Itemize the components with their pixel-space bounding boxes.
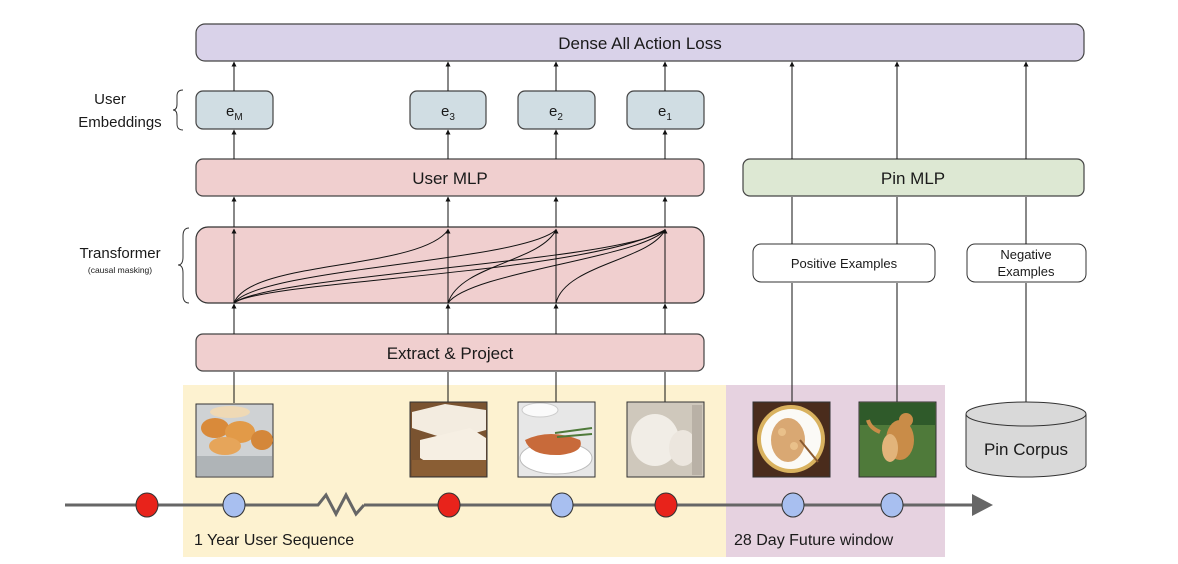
image-sleeping-dog	[626, 401, 705, 478]
pin-corpus-database: Pin Corpus	[965, 401, 1087, 478]
future-label: 28 Day Future window	[734, 532, 894, 549]
causal-attention-curves	[233, 229, 666, 304]
negative-examples-label-line2: Examples	[997, 264, 1055, 279]
extract-project-block	[195, 333, 705, 372]
transformer-note: (causal masking)	[88, 265, 152, 275]
svg-text:eM: eM	[226, 103, 243, 123]
positive-event-dot	[781, 492, 805, 518]
history-label: 1 Year User Sequence	[194, 532, 354, 549]
pin-mlp-block	[742, 158, 1085, 197]
negative-examples-label-line1: Negative	[1000, 247, 1051, 262]
svg-text:e2: e2	[549, 103, 563, 123]
positive-event-dot	[550, 492, 574, 518]
pin-connectors	[789, 61, 1029, 404]
image-sliced-bread	[409, 401, 488, 478]
user-connectors	[231, 61, 668, 403]
transformer-label: Transformer	[79, 245, 160, 262]
user-embeddings-label-line1: User	[94, 91, 126, 108]
positive-examples-box	[752, 243, 936, 283]
svg-text:e1: e1	[658, 103, 672, 123]
user-embeddings-brace	[172, 89, 184, 131]
positive-event-dot	[222, 492, 246, 518]
embedding-eM: eM	[195, 90, 274, 130]
user-embeddings-label-line2: Embeddings	[78, 114, 161, 131]
image-golden-retrievers	[858, 401, 937, 478]
image-salmon-asparagus	[517, 401, 596, 478]
svg-text:e3: e3	[441, 103, 455, 123]
pin-mlp-label: Pin MLP	[881, 169, 945, 188]
embedding-e1: e1	[626, 90, 705, 130]
transformer-brace	[177, 227, 190, 304]
pin-corpus-label: Pin Corpus	[984, 440, 1068, 459]
negative-event-dot	[654, 492, 678, 518]
dense-all-action-loss-block	[195, 23, 1085, 62]
negative-event-dot	[437, 492, 461, 518]
timeline-events	[135, 492, 904, 518]
extract-project-label: Extract & Project	[387, 344, 514, 363]
embedding-e3: e3	[409, 90, 487, 130]
positive-event-dot	[880, 492, 904, 518]
user-mlp-label: User MLP	[412, 169, 488, 188]
image-bread-rolls	[195, 403, 274, 478]
negative-event-dot	[135, 492, 159, 518]
user-mlp-block	[195, 158, 705, 197]
embedding-e2: e2	[517, 90, 596, 130]
image-shrimp-dish	[752, 401, 831, 478]
transformer-block	[195, 226, 705, 304]
positive-examples-label: Positive Examples	[791, 256, 898, 271]
loss-label: Dense All Action Loss	[558, 34, 721, 53]
